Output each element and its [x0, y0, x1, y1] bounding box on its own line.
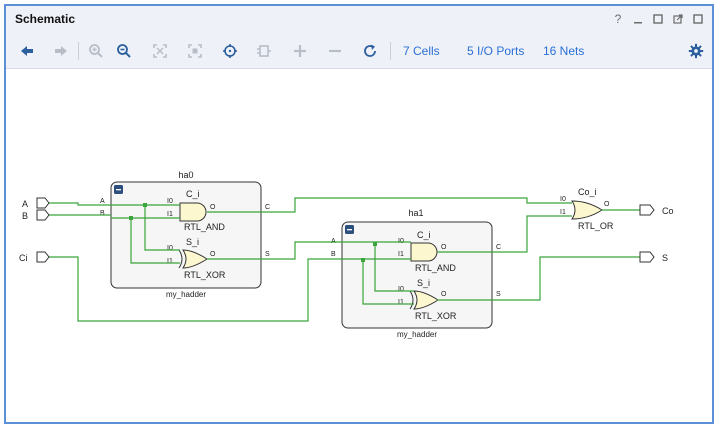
ha1-and-out: O	[441, 244, 447, 251]
zoom-out-icon[interactable]	[113, 40, 135, 62]
ha1-xor-back-arc	[409, 290, 414, 310]
ha1-pin-s: S	[496, 291, 501, 298]
ha0-xor-out: O	[210, 251, 216, 258]
ha1-xor-out: O	[441, 291, 447, 298]
net-ha1-a-xor	[374, 245, 414, 292]
ha0-and-gate[interactable]	[179, 202, 207, 222]
ha0-xor-gate[interactable]	[182, 249, 208, 269]
ha0-pin-b: B	[100, 210, 105, 217]
input-port-ci-label: Ci	[19, 253, 28, 263]
settings-gear-icon[interactable]	[685, 40, 707, 62]
cells-count-link[interactable]: 7 Cells	[403, 44, 440, 58]
net-c1	[437, 215, 572, 253]
or-gate-name: Co_i	[578, 187, 597, 197]
net-s0	[207, 241, 411, 260]
or-gate[interactable]	[571, 200, 603, 220]
window-title: Schematic	[15, 12, 76, 26]
output-port-co-label: Co	[662, 206, 674, 216]
ha0-xor-name: S_i	[186, 237, 199, 247]
ha0-and-in0: I0	[167, 198, 173, 205]
io-ports-count-link[interactable]: 5 I/O Ports	[467, 44, 525, 58]
output-port-s[interactable]	[639, 251, 655, 263]
junction-dot	[373, 242, 377, 246]
net-ha1-b-xor	[362, 259, 414, 305]
restore-icon[interactable]	[651, 11, 665, 27]
net-a-in	[49, 202, 111, 206]
input-port-b[interactable]	[36, 209, 50, 221]
ha1-xor-type: RTL_XOR	[415, 311, 457, 321]
junction-dot	[129, 216, 133, 220]
crosshair-icon[interactable]	[219, 40, 241, 62]
back-arrow-icon[interactable]	[16, 40, 38, 62]
ha0-pin-s: S	[265, 251, 270, 258]
close-icon[interactable]	[691, 11, 705, 27]
input-port-a[interactable]	[36, 197, 50, 209]
zoom-selection-icon[interactable]	[184, 40, 206, 62]
toolbar-divider	[78, 42, 79, 60]
output-port-co[interactable]	[639, 204, 655, 216]
ha1-xor-gate[interactable]	[413, 290, 439, 310]
net-ha0-a-xor	[144, 205, 180, 251]
input-port-b-label: B	[22, 211, 28, 221]
net-ha0-b-xor	[130, 218, 180, 264]
ha0-and-out: O	[210, 204, 216, 211]
ha1-xor-in0: I0	[398, 286, 404, 293]
nets-count-link[interactable]: 16 Nets	[543, 44, 585, 58]
float-icon[interactable]	[671, 11, 685, 27]
ha0-instance-label: ha0	[178, 170, 193, 180]
ha1-and-gate[interactable]	[410, 242, 438, 262]
toolbar: 7 Cells 5 I/O Ports 16 Nets	[6, 34, 712, 69]
ha0-block[interactable]	[110, 181, 262, 289]
zoom-fit-icon[interactable]	[149, 40, 171, 62]
ha1-pin-b: B	[331, 251, 336, 258]
or-in1: I1	[560, 209, 566, 216]
ha0-and-in1: I1	[167, 211, 173, 218]
output-port-s-label: S	[662, 253, 668, 263]
expand-plus-icon[interactable]	[289, 40, 311, 62]
ha0-pin-a: A	[100, 198, 105, 205]
help-icon[interactable]: ?	[614, 12, 622, 26]
junction-dot	[143, 203, 147, 207]
minimize-icon[interactable]	[631, 11, 645, 27]
ha1-collapse-minus	[347, 229, 352, 231]
or-out: O	[604, 201, 610, 208]
title-bar: Schematic ?	[6, 6, 712, 34]
collapse-minus-icon[interactable]	[324, 40, 346, 62]
input-port-ci[interactable]	[36, 251, 50, 263]
schematic-window: Schematic ?	[4, 4, 714, 424]
or-in0: I0	[560, 196, 566, 203]
ha1-xor-in1: I1	[398, 299, 404, 306]
schematic-diagram: ha0 my_hadder A B C S C_i I0 I1 O RTL_AN…	[19, 170, 674, 339]
zoom-in-icon[interactable]	[85, 40, 107, 62]
ha1-and-name: C_i	[417, 230, 431, 240]
ha1-xor-name: S_i	[417, 278, 430, 288]
ha1-pin-c: C	[496, 244, 501, 251]
toolbar-divider	[390, 42, 391, 60]
input-port-a-label: A	[22, 199, 28, 209]
junction-dot	[361, 258, 365, 262]
ha1-and-type: RTL_AND	[415, 263, 456, 273]
or-gate-type: RTL_OR	[578, 221, 614, 231]
ha0-xor-type: RTL_XOR	[184, 270, 226, 280]
ha1-and-out-in1: I1	[398, 251, 404, 258]
net-wires	[49, 197, 640, 322]
ha0-pin-c: C	[265, 204, 270, 211]
ha1-instance-label: ha1	[408, 208, 423, 218]
ha0-collapse-minus	[116, 189, 121, 191]
net-c0	[207, 197, 572, 213]
ha0-and-name: C_i	[186, 189, 200, 199]
ha0-xor-back-arc	[178, 249, 183, 269]
net-s	[437, 256, 640, 301]
ha0-xor-in1: I1	[167, 258, 173, 265]
net-ci	[49, 256, 411, 322]
ha0-type-label: my_hadder	[166, 290, 206, 299]
forward-arrow-icon[interactable]	[50, 40, 72, 62]
ha1-type-label: my_hadder	[397, 330, 437, 339]
ha0-and-type: RTL_AND	[184, 222, 225, 232]
refresh-icon[interactable]	[359, 40, 381, 62]
ha0-xor-in0: I0	[167, 245, 173, 252]
ha1-block[interactable]	[341, 221, 493, 329]
schematic-canvas[interactable]: ha0 my_hadder A B C S C_i I0 I1 O RTL_AN…	[6, 69, 712, 422]
component-icon[interactable]	[253, 40, 275, 62]
